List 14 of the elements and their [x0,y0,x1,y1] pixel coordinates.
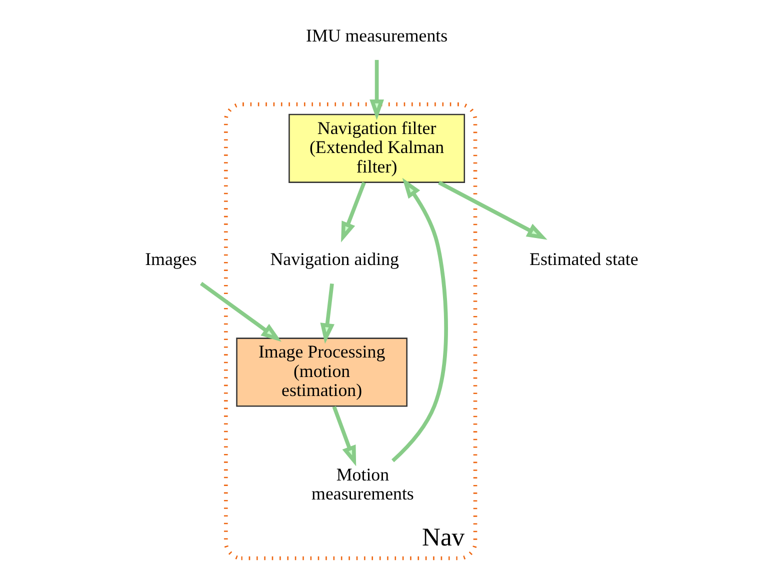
arrow [340,182,366,242]
node-text: Images [144,249,196,270]
node-text: Motion measurements [311,464,414,504]
arrow [438,180,547,240]
arrow [199,282,281,342]
arrow [320,283,334,344]
node-box: Navigation filter (Extended Kalman filter) [288,114,465,183]
node-text: Navigation aiding [270,249,398,270]
node-text: IMU measurements [305,25,448,46]
arrow [332,406,356,466]
arrow [369,60,384,120]
node-text: Estimated state [529,249,638,270]
arrow [390,178,448,462]
node-box: Image Processing (motion estimation) [236,338,407,407]
